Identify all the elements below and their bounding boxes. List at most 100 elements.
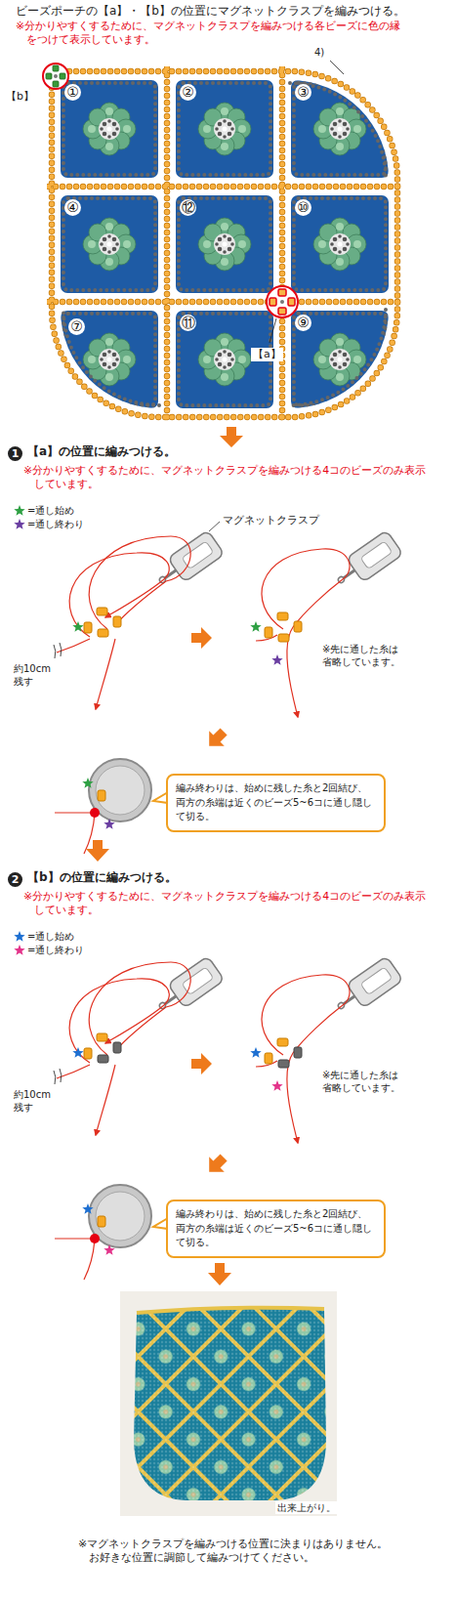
step1-figure <box>103 818 115 830</box>
step1-figure <box>82 777 93 788</box>
marker-a <box>266 286 298 318</box>
finished-photo <box>120 1290 337 1516</box>
marker-b <box>42 63 69 89</box>
motif-squares <box>198 332 251 386</box>
part-label: マグネットクラスプ <box>222 513 320 528</box>
step2-figure <box>13 930 404 1280</box>
marker-a <box>266 286 298 343</box>
position-label: 【b】 <box>5 89 35 104</box>
square-number: ⑪ <box>179 314 197 332</box>
flow-arrow <box>207 1262 232 1286</box>
motif-squares <box>290 80 389 178</box>
legend-text: =通し始め <box>27 503 75 517</box>
legend-text: =通し始め <box>27 929 75 943</box>
marker-a <box>269 297 277 306</box>
step2-figure <box>53 961 191 1135</box>
step1-figure <box>191 626 232 754</box>
finished-photo <box>133 1307 327 1500</box>
note-text: ※先に通した糸は 省略しています。 <box>322 642 405 668</box>
footnote: ※マグネットクラスプを編みつける位置に決まりはありません。 お好きな位置に調節し… <box>78 1536 392 1566</box>
marker-b <box>45 73 52 80</box>
callout-box: 編み終わりは、始めに残した糸と2回結び、両方の糸端は近くのビーズ5~6コに通し隠… <box>165 773 386 832</box>
step1-figure <box>13 504 25 516</box>
legend-text: =通し終わり <box>27 517 84 531</box>
step1-figure <box>72 621 83 632</box>
step2-figure <box>97 1215 106 1227</box>
motif-squares <box>313 217 367 271</box>
step2-figure <box>278 1059 290 1068</box>
step1-figure <box>96 607 108 616</box>
marker-b <box>52 65 59 72</box>
motif-squares <box>290 195 389 293</box>
callout-text: 編み終わりは、始めに残した糸と2回結び、両方の糸端は近くのビーズ5~6コに通し隠… <box>175 1206 376 1250</box>
step2-figure <box>249 1046 261 1058</box>
square-number: ⑫ <box>179 199 197 216</box>
bead-lines <box>48 68 401 420</box>
motif-squares <box>82 102 136 156</box>
step-number: 1 <box>7 446 23 461</box>
dimension-label: 約10cm 残す <box>13 1087 54 1114</box>
marker-b <box>45 65 66 87</box>
step-heading: 【b】の位置に編みつける。 <box>27 870 177 886</box>
step1-figure <box>255 548 350 717</box>
motif-squares <box>175 80 274 178</box>
finished-photo <box>136 1307 325 1313</box>
step1-figure <box>54 758 152 854</box>
square-number: ⑦ <box>68 318 85 335</box>
marker-a <box>269 289 295 315</box>
step1-figure <box>330 530 404 594</box>
dimension-label: 約10cm 残す <box>13 662 54 688</box>
pouch-diagram <box>46 66 403 422</box>
square-number: ② <box>179 83 197 101</box>
note-text: ※分かりやすくするために、マグネットクラスプを編みつける各ビーズに色の縁をつけて… <box>15 19 403 48</box>
step1-figure <box>113 616 122 627</box>
step2-figure <box>54 1184 152 1280</box>
step-heading: 【a】の位置に編みつける。 <box>27 444 176 460</box>
step1-figure <box>264 612 302 642</box>
leader-line <box>330 60 344 75</box>
marker-a <box>278 289 287 296</box>
bead-lines <box>51 71 398 417</box>
step2-figure <box>82 1202 93 1214</box>
finished-photo <box>120 1290 337 1516</box>
square-number: ⑩ <box>294 199 312 216</box>
step1-figure <box>53 536 191 709</box>
legend-text: =通し終わり <box>27 943 84 956</box>
step2-figure <box>264 1052 273 1064</box>
step1-figure <box>277 612 289 621</box>
marker-b <box>53 74 58 79</box>
step2-figure <box>96 1033 108 1041</box>
step2-figure <box>330 955 404 1020</box>
step1-figure <box>264 626 273 638</box>
step1-figure <box>85 839 110 862</box>
pouch-diagram <box>42 60 403 422</box>
step1-figure <box>89 807 100 818</box>
bead-lines <box>48 68 401 420</box>
motif-squares <box>60 80 389 409</box>
marker-b <box>42 63 69 89</box>
marker-a <box>269 318 277 343</box>
step2-figure <box>83 1047 92 1059</box>
square-number: ① <box>64 83 82 101</box>
bead-lines <box>51 71 398 417</box>
step2-figure <box>97 1054 109 1063</box>
square-number: ⑨ <box>294 314 312 332</box>
step1-figure <box>271 654 283 665</box>
callout-number: 4) <box>314 45 325 59</box>
motif-squares <box>60 310 159 409</box>
step2-figure <box>277 1037 289 1046</box>
marker-a <box>278 307 287 315</box>
step2-figure <box>255 974 350 1143</box>
marker-b <box>59 73 66 80</box>
step2-figure <box>103 1243 115 1255</box>
flow-arrow <box>219 426 244 448</box>
step1-figure <box>208 521 220 532</box>
step2-figure <box>278 1046 302 1068</box>
step2-figure <box>13 930 25 942</box>
note-text: ※分かりやすくするために、マグネットクラスプを編みつける4コのビーズのみ表示して… <box>23 889 430 918</box>
motif-squares <box>198 217 251 271</box>
motif-squares <box>60 195 159 293</box>
square-number: ③ <box>294 83 312 101</box>
step1-figure <box>13 518 25 530</box>
step1-figure <box>97 789 106 801</box>
